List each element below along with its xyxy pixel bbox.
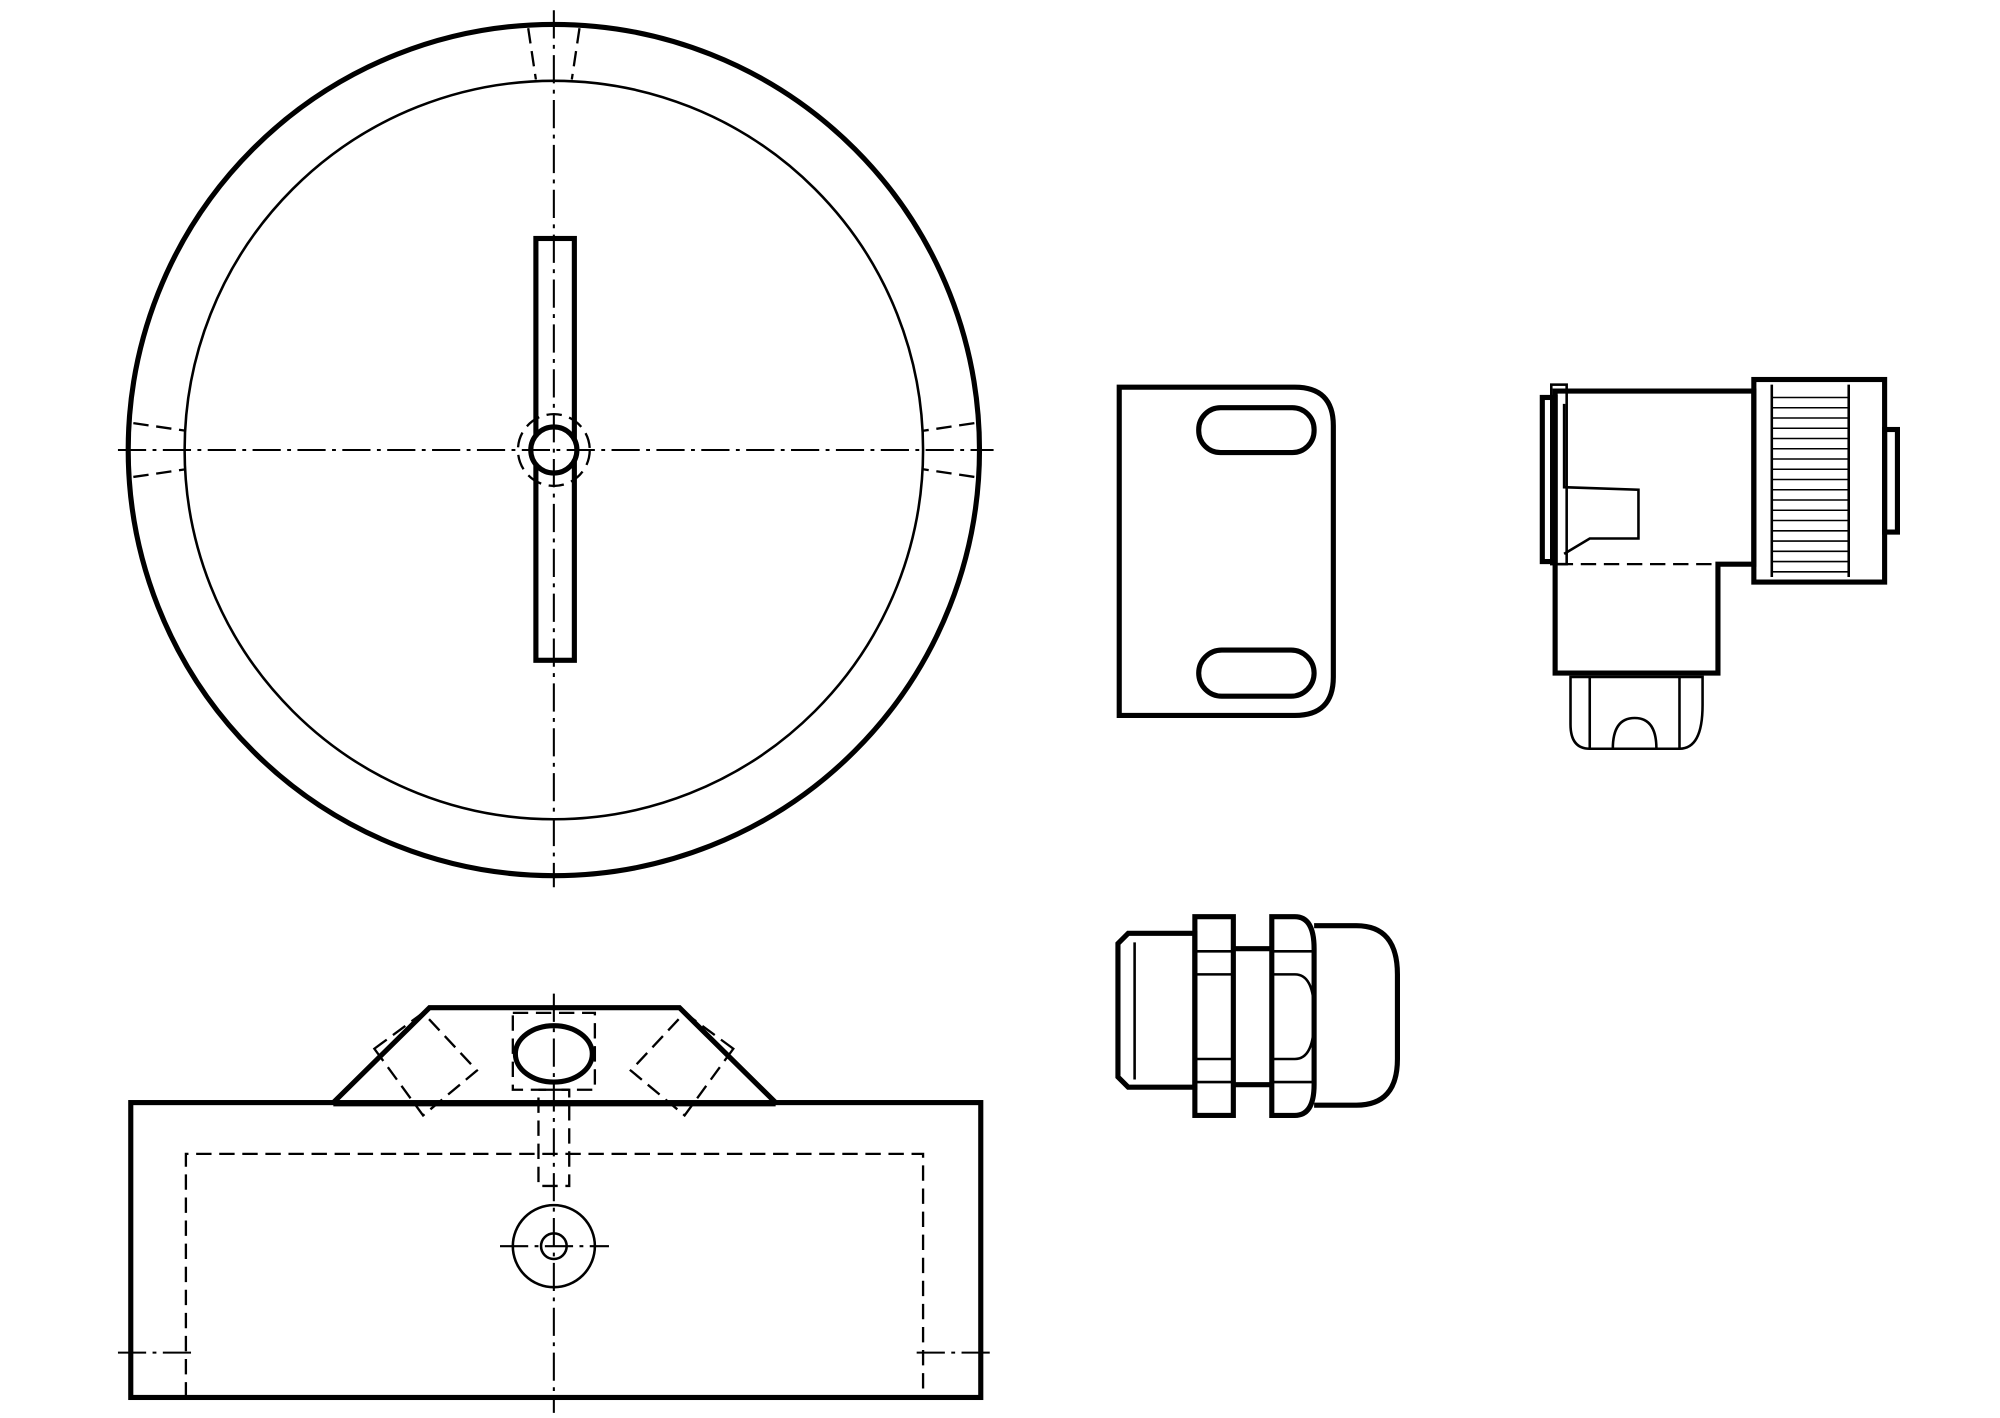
angled-connector <box>1539 376 1900 751</box>
housing-front-view <box>117 993 994 1413</box>
hidden-holes <box>133 28 975 479</box>
angled-hidden-ports <box>372 1011 735 1118</box>
mounting-bracket <box>1116 384 1336 718</box>
cable-gland <box>1115 914 1401 1118</box>
slot-bottom <box>1196 647 1317 699</box>
bracket-outline <box>1116 384 1336 718</box>
top-port <box>512 1023 595 1085</box>
slot-top <box>1196 405 1317 456</box>
knurling <box>1771 396 1849 573</box>
housing-top-view <box>117 10 994 888</box>
housing-body <box>128 1100 984 1401</box>
